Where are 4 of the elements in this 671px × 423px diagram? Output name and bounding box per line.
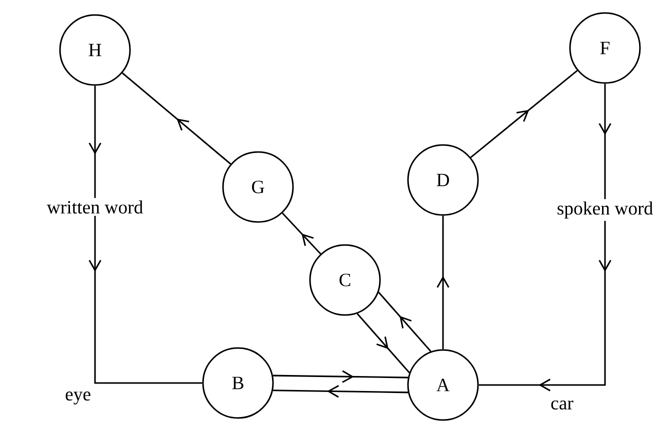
edge-label: spoken word — [554, 199, 656, 221]
corner-label: car — [551, 400, 574, 410]
edge-label: written word — [44, 198, 146, 216]
corner-label: eye — [66, 392, 90, 404]
